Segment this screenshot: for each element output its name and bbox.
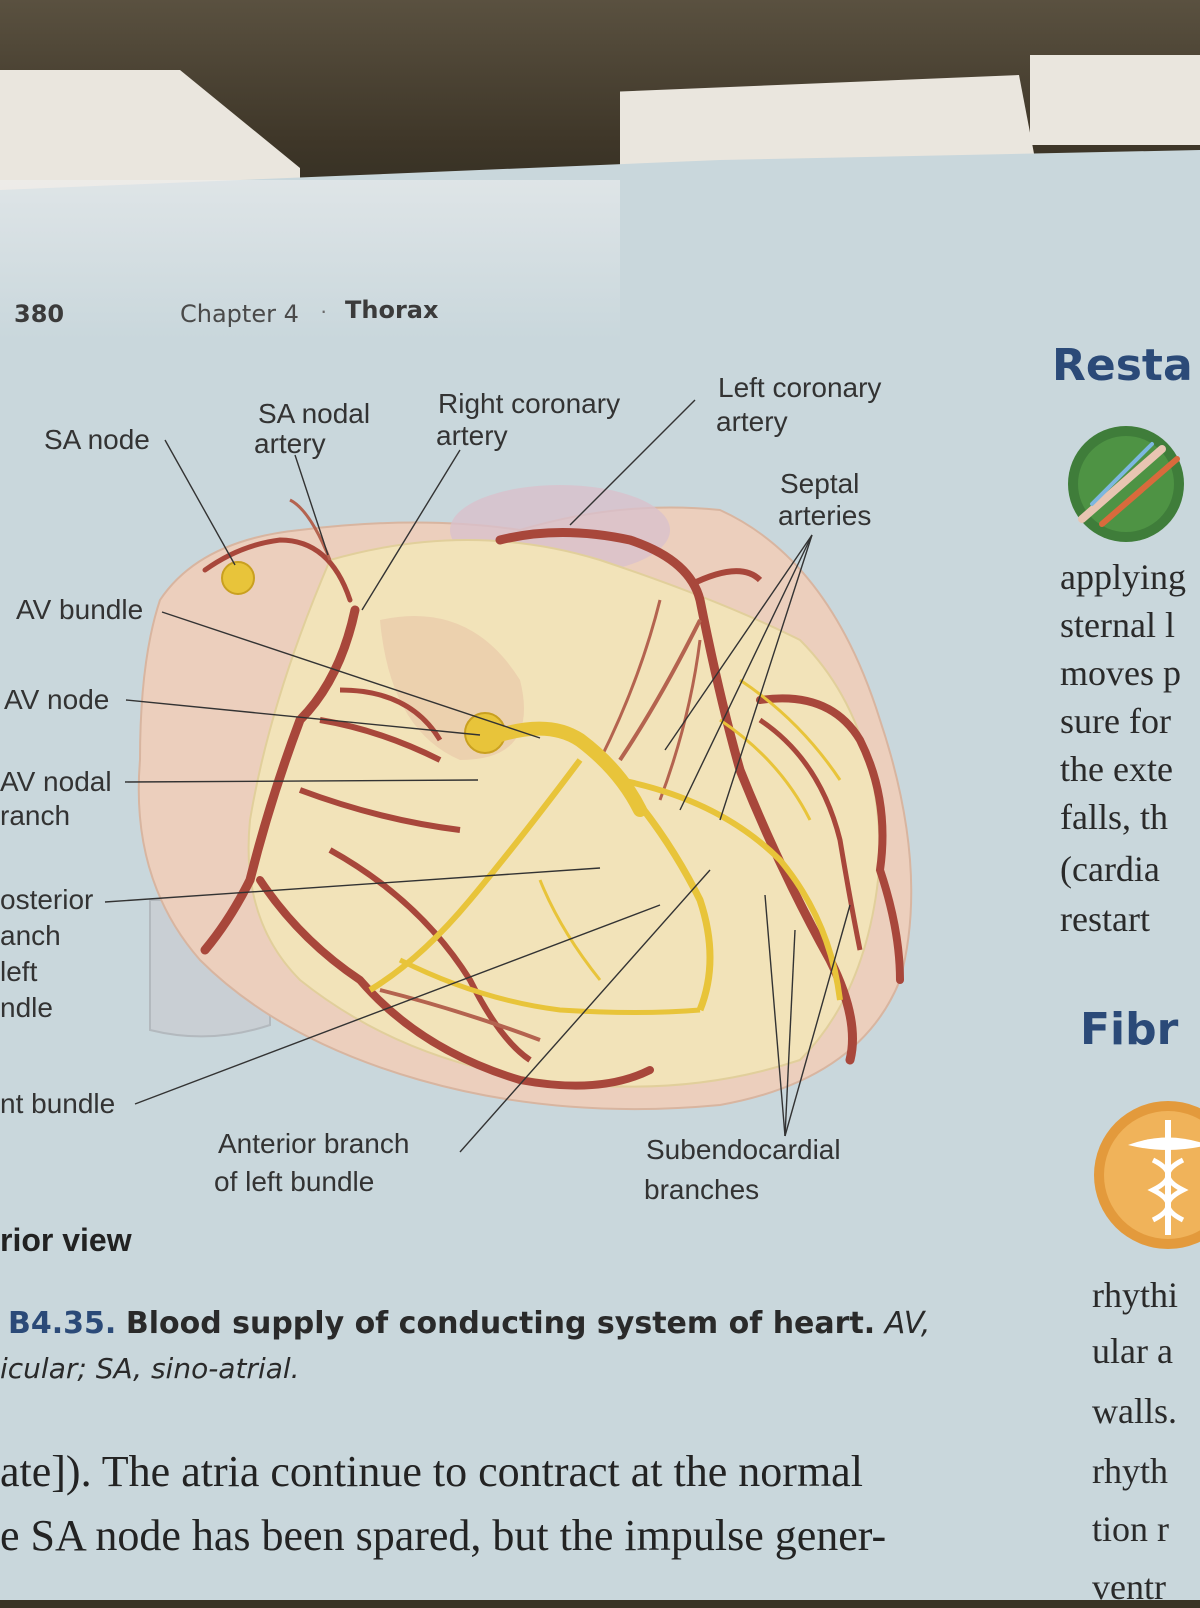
body-text-line1: ate]). The atria continue to contract at… xyxy=(0,1447,863,1496)
label-right-coronary-line1: Right coronary xyxy=(438,388,621,419)
right-coronary-artery xyxy=(200,605,360,955)
figure-number: B4.35. xyxy=(8,1306,117,1341)
sidebar-line: rhyth xyxy=(1092,1451,1168,1491)
sa-nodal-artery xyxy=(202,537,353,603)
sidebar-line: moves p xyxy=(1060,653,1181,693)
rca-lower xyxy=(256,876,654,1090)
label-subendocardial-line2: branches xyxy=(644,1174,760,1205)
page-shading xyxy=(0,180,620,340)
figure-abbrev: AV, xyxy=(884,1306,931,1341)
label-posterior-branch-line4: ndle xyxy=(0,992,53,1023)
label-av-nodal-branch-line2: ranch xyxy=(0,800,71,831)
label-right-coronary-line2: artery xyxy=(436,420,508,451)
sidebar-line: walls. xyxy=(1092,1391,1177,1431)
left-bundle-posterior xyxy=(597,757,714,1012)
purkinje-1 xyxy=(398,957,701,1015)
left-bundle-anterior xyxy=(619,777,843,1001)
label-septal-line1: Septal xyxy=(780,468,860,499)
label-sa-nodal-artery-line1: SA nodal xyxy=(258,398,371,429)
sidebar-line: falls, th xyxy=(1060,797,1168,837)
sidebar-line: restart xyxy=(1060,899,1150,939)
label-anterior-branch-line2: of left bundle xyxy=(214,1166,375,1197)
view-label: rior view xyxy=(0,1222,132,1258)
rca-branch-4 xyxy=(379,988,541,1042)
purkinje-3 xyxy=(739,678,842,781)
page-tab-right xyxy=(1030,55,1200,145)
sa-node xyxy=(221,561,255,595)
rca-branch-1 xyxy=(319,717,442,763)
lca-branch-2 xyxy=(756,694,904,984)
sidebar-line: applying xyxy=(1060,557,1186,597)
lca-branch-1 xyxy=(688,568,763,588)
rca-branch-2 xyxy=(298,787,461,833)
label-left-coronary-line2: artery xyxy=(716,406,788,437)
purkinje-4 xyxy=(538,879,602,981)
lca-branch-4 xyxy=(618,619,702,762)
av-nodal-branch-artery xyxy=(339,687,443,742)
label-anterior-branch-line1: Anterior branch xyxy=(218,1128,410,1159)
leader-lines xyxy=(104,399,851,1153)
label-posterior-branch-line3: left xyxy=(0,956,38,987)
label-sa-nodal-artery-line2: artery xyxy=(254,428,326,459)
sidebar-line: rhythi xyxy=(1092,1275,1178,1315)
label-av-node: AV node xyxy=(4,684,110,715)
right-bundle xyxy=(368,758,583,993)
sidebar-line: ventr xyxy=(1092,1567,1166,1607)
heart-illustration xyxy=(104,399,913,1153)
figure-title: Blood supply of conducting system of hea… xyxy=(125,1306,876,1341)
label-posterior-branch-line1: osterior xyxy=(0,884,94,915)
label-av-bundle: AV bundle xyxy=(16,594,144,625)
rca-branch-3 xyxy=(328,847,532,1063)
body-text-line2: e SA node has been spared, but the impul… xyxy=(0,1511,887,1560)
septal-artery-1 xyxy=(598,599,662,761)
section-title: Thorax xyxy=(345,296,439,324)
label-sa-node: SA node xyxy=(44,424,150,455)
page-number: 380 xyxy=(14,300,65,328)
sidebar-line: sternal l xyxy=(1060,605,1175,645)
label-subendocardial-line1: Subendocardial xyxy=(646,1134,841,1165)
sidebar-line: (cardia xyxy=(1060,849,1160,889)
figure-caption: B4.35. Blood supply of conducting system… xyxy=(8,1306,930,1341)
label-right-bundle: nt bundle xyxy=(0,1088,116,1119)
header-separator: · xyxy=(320,298,328,323)
chapter-label: Chapter 4 xyxy=(180,300,299,328)
figure-caption-line2: icular; SA, sino-atrial. xyxy=(0,1352,300,1385)
sidebar-line: ular a xyxy=(1092,1331,1173,1371)
sidebar-line: tion r xyxy=(1092,1509,1169,1549)
caduceus-icon xyxy=(1094,1101,1200,1249)
purkinje-2 xyxy=(719,718,812,821)
surgery-instruments-icon xyxy=(1068,426,1184,542)
sidebar-line: sure for xyxy=(1060,701,1171,741)
label-av-nodal-branch-line1: AV nodal xyxy=(0,766,112,797)
label-posterior-branch-line2: anch xyxy=(0,920,61,951)
sidebar-heading-1: Resta xyxy=(1052,340,1193,391)
label-septal-line2: arteries xyxy=(778,500,872,531)
sidebar-line: the exte xyxy=(1060,749,1173,789)
sidebar-heading-2: Fibr xyxy=(1080,1004,1179,1055)
lca-branch-3 xyxy=(758,717,863,951)
label-left-coronary-line1: Left coronary xyxy=(718,372,882,403)
